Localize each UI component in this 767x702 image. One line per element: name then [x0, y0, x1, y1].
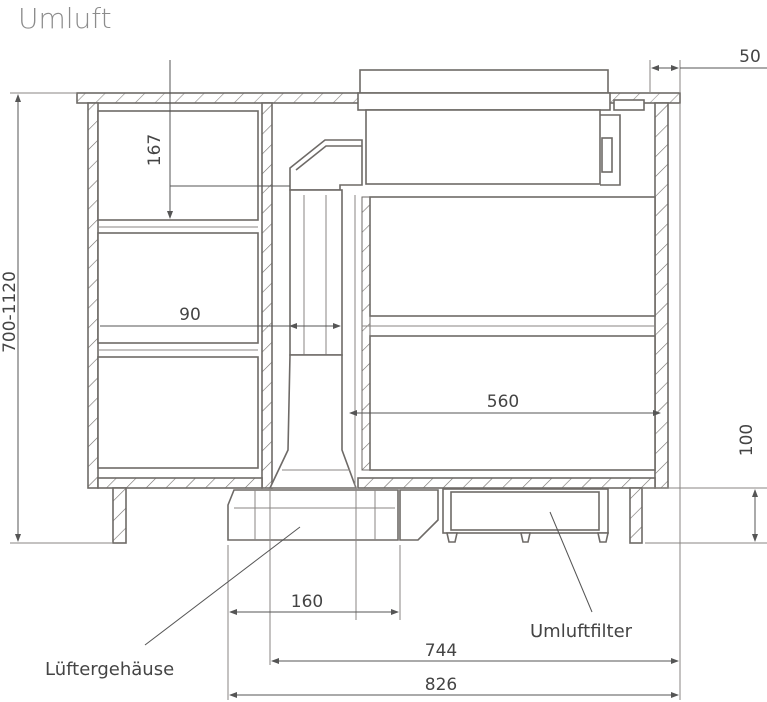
right-cabinet [357, 102, 669, 489]
dim-90: 90 [179, 305, 201, 325]
recirculation-filter [442, 488, 609, 543]
fan-housing [227, 489, 439, 541]
drawer-4 [369, 196, 656, 317]
drawer-5 [369, 335, 656, 471]
drawer-2 [97, 232, 259, 344]
extension-lines [10, 60, 767, 700]
fan-housing-leader [144, 526, 301, 646]
legs [112, 487, 643, 544]
cooktop [357, 69, 645, 186]
dim-167: 167 [145, 134, 165, 166]
diagram-title: Umluft [18, 2, 112, 35]
exhaust-duct [268, 139, 363, 489]
dim-744: 744 [425, 641, 457, 661]
drawer-3 [97, 356, 259, 469]
dim-50: 50 [739, 47, 761, 67]
filter-label: Umluftfilter [530, 621, 633, 642]
dim-826: 826 [425, 675, 457, 695]
dim-100: 100 [737, 424, 757, 456]
dim-height-range: 700-1120 [0, 271, 20, 353]
dim-560: 560 [487, 392, 519, 412]
fan-housing-label: Lüftergehäuse [45, 659, 174, 680]
filter-leader [549, 511, 593, 613]
dim-160: 160 [291, 592, 323, 612]
left-cabinet [87, 102, 273, 489]
dimension-lines [15, 60, 767, 698]
drawer-1 [97, 110, 259, 221]
